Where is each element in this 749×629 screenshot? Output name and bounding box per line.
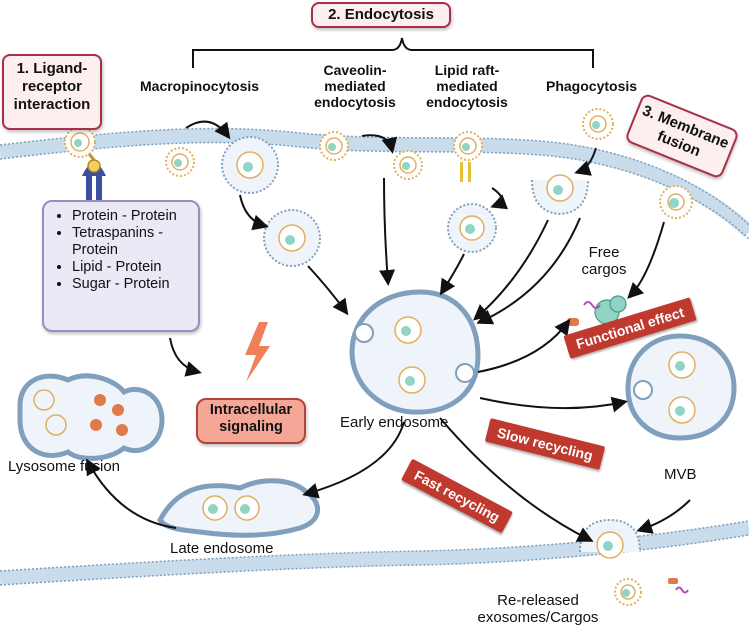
interaction-item: Protein - Protein: [72, 208, 198, 225]
late-endosome-icon: [157, 478, 321, 538]
release-pit-icon: [579, 518, 641, 559]
signaling-line1: Intracellular: [209, 402, 293, 418]
mvb-icon: [625, 333, 737, 441]
late-endosome-label: Late endosome: [170, 540, 274, 557]
lipid-line3: endocytosis: [426, 94, 508, 110]
interaction-list: Protein - Protein Tetraspanins - Protein…: [44, 208, 198, 293]
lipid-line1: Lipid raft-: [434, 62, 500, 78]
free-cargos-label: Free cargos: [572, 244, 636, 278]
ligand-line1: 1. Ligand-: [16, 60, 88, 77]
lipid-raft-label: Lipid raft- mediated endocytosis: [412, 62, 522, 110]
plasma-membrane-bottom-edge2: [0, 534, 749, 586]
caveolin-label: Caveolin- mediated endocytosis: [300, 62, 410, 110]
released-line1: Re-released: [497, 592, 579, 609]
exosome-icon: [165, 147, 195, 177]
macropinocytosis-label: Macropinocytosis: [140, 78, 260, 94]
endocytosis-tag: 2. Endocytosis: [311, 2, 451, 28]
caveolin-line1: Caveolin-: [323, 62, 387, 78]
caveolin-line2: mediated: [324, 78, 386, 94]
early-endosome-icon: [349, 289, 481, 415]
lipid-raft-icon: [460, 162, 471, 182]
free-line2: cargos: [581, 261, 627, 278]
intracellular-signaling-box: Intracellular signaling: [196, 398, 306, 444]
ligand-receptor-tag: 1. Ligand- receptor interaction: [2, 54, 102, 130]
interaction-item: Sugar - Protein: [72, 276, 198, 293]
free-cargo-icon: [567, 295, 627, 326]
lysosome-icon: [17, 373, 165, 461]
endocytosis-bracket: [192, 37, 594, 68]
plasma-membrane-bottom-edge1: [0, 520, 749, 572]
ligand-line2: receptor: [21, 78, 83, 95]
exosome-icon: [582, 108, 614, 140]
free-cargo-icon: [668, 578, 689, 594]
caveolin-line3: endocytosis: [314, 94, 396, 110]
free-line1: Free: [588, 244, 620, 261]
macropinosome-icon: [221, 136, 279, 194]
released-line2: exosomes/Cargos: [477, 609, 599, 626]
ligand-line3: interaction: [13, 96, 91, 113]
lipid-line2: mediated: [436, 78, 498, 94]
interaction-item: Lipid - Protein: [72, 259, 198, 276]
phagocytosis-label: Phagocytosis: [546, 78, 638, 94]
exosome-icon: [453, 131, 483, 161]
phagosome-icon: [531, 174, 589, 216]
exosome-icon: [64, 126, 96, 158]
exosome-icon: [614, 578, 642, 606]
plasma-membrane-top: [0, 128, 749, 238]
interaction-types-box: Protein - Protein Tetraspanins - Protein…: [42, 200, 200, 332]
lightning-icon: [245, 322, 270, 382]
arrows: [86, 120, 691, 542]
early-endosome-label: Early endosome: [340, 414, 449, 431]
endosome-vesicle-icon: [447, 203, 497, 253]
lysosome-fusion-label: Lysosome fusion: [8, 458, 121, 475]
interaction-item: Tetraspanins - Protein: [72, 225, 198, 259]
exosome-icon: [319, 131, 349, 161]
signaling-line2: signaling: [219, 419, 283, 435]
mvb-label: MVB: [664, 466, 697, 483]
exosome-icon: [659, 185, 693, 219]
re-released-label: Re-released exosomes/Cargos: [468, 592, 608, 626]
macropinosome-icon: [263, 209, 321, 267]
exosome-icon: [393, 150, 423, 180]
